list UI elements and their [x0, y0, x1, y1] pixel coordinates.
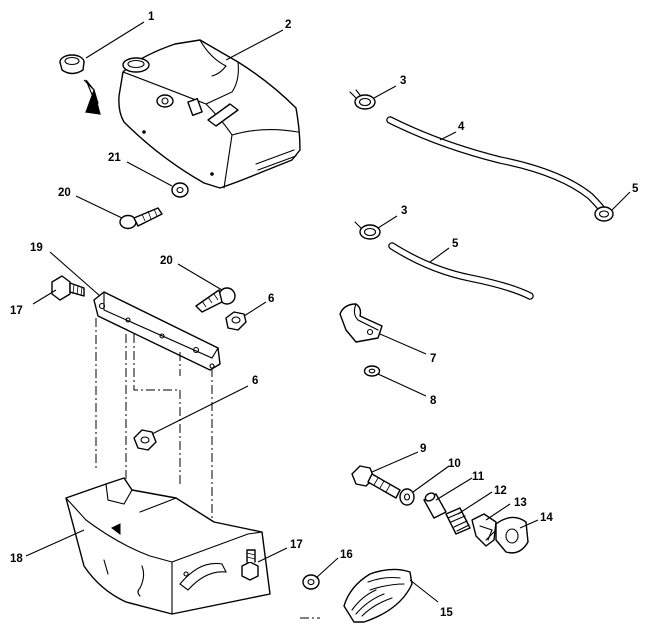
tank-bracket-clip	[339, 303, 383, 343]
callout-labels: 1 2 3 4 5 3 5 6 7 8 6 9 10 11 12 13 14 1…	[10, 11, 639, 619]
callout-5-right: 5	[632, 183, 639, 195]
fuel-tank	[118, 39, 301, 189]
callout-6-lower: 6	[252, 375, 258, 387]
callout-20-mid: 20	[160, 255, 173, 267]
carriage-bolt-mid	[195, 287, 236, 313]
hex-nut-lower	[133, 429, 157, 451]
hose-clamp-upper	[349, 89, 376, 110]
carriage-bolt-tank	[119, 207, 163, 230]
hex-bolt-lower	[241, 549, 259, 581]
hose-clamp-right	[594, 206, 614, 222]
callout-16: 16	[340, 549, 353, 561]
leader-lines	[25, 21, 631, 603]
washer-right	[399, 488, 415, 506]
callout-7: 7	[430, 353, 436, 365]
callout-21: 21	[108, 152, 121, 164]
hex-bolt-right	[351, 465, 401, 499]
cable-clip	[471, 513, 497, 547]
callout-12: 12	[494, 485, 507, 497]
belt-guard-grille	[343, 568, 413, 623]
callout-17-lower: 17	[290, 539, 303, 551]
fuel-line-hose-lower	[388, 242, 534, 300]
compression-spring	[445, 507, 471, 535]
fuel-line-hose-upper	[386, 116, 608, 216]
callout-3-upper: 3	[400, 75, 406, 87]
assembly-alignment-lines	[95, 318, 320, 619]
fuel-cap	[59, 54, 101, 115]
callout-19: 19	[30, 242, 43, 254]
callout-6-upper: 6	[268, 293, 274, 305]
spacer-sleeve	[423, 492, 447, 519]
callout-1: 1	[148, 11, 155, 23]
flat-washer	[363, 365, 381, 377]
tank-washer	[171, 182, 189, 198]
mounting-bracket	[93, 291, 221, 371]
callout-2: 2	[285, 19, 291, 31]
callout-10: 10	[448, 458, 461, 470]
cable-connector	[485, 516, 529, 554]
lower-shroud	[65, 477, 271, 615]
callout-11: 11	[472, 471, 485, 483]
callout-18: 18	[10, 553, 23, 565]
hex-bolt-left	[51, 275, 85, 301]
callout-9: 9	[420, 443, 426, 455]
callout-8: 8	[430, 395, 437, 407]
callout-17-upper: 17	[10, 305, 23, 317]
callout-3-lower: 3	[401, 205, 407, 217]
callout-13: 13	[514, 497, 527, 509]
callout-5-lower: 5	[452, 238, 459, 250]
callout-14: 14	[540, 512, 553, 524]
callout-15: 15	[440, 607, 453, 619]
hose-clamp-lower	[354, 221, 381, 240]
washer-lower	[302, 574, 320, 590]
hex-nut-upper	[225, 311, 247, 331]
callout-20-upper: 20	[58, 187, 71, 199]
callout-4: 4	[458, 121, 465, 133]
